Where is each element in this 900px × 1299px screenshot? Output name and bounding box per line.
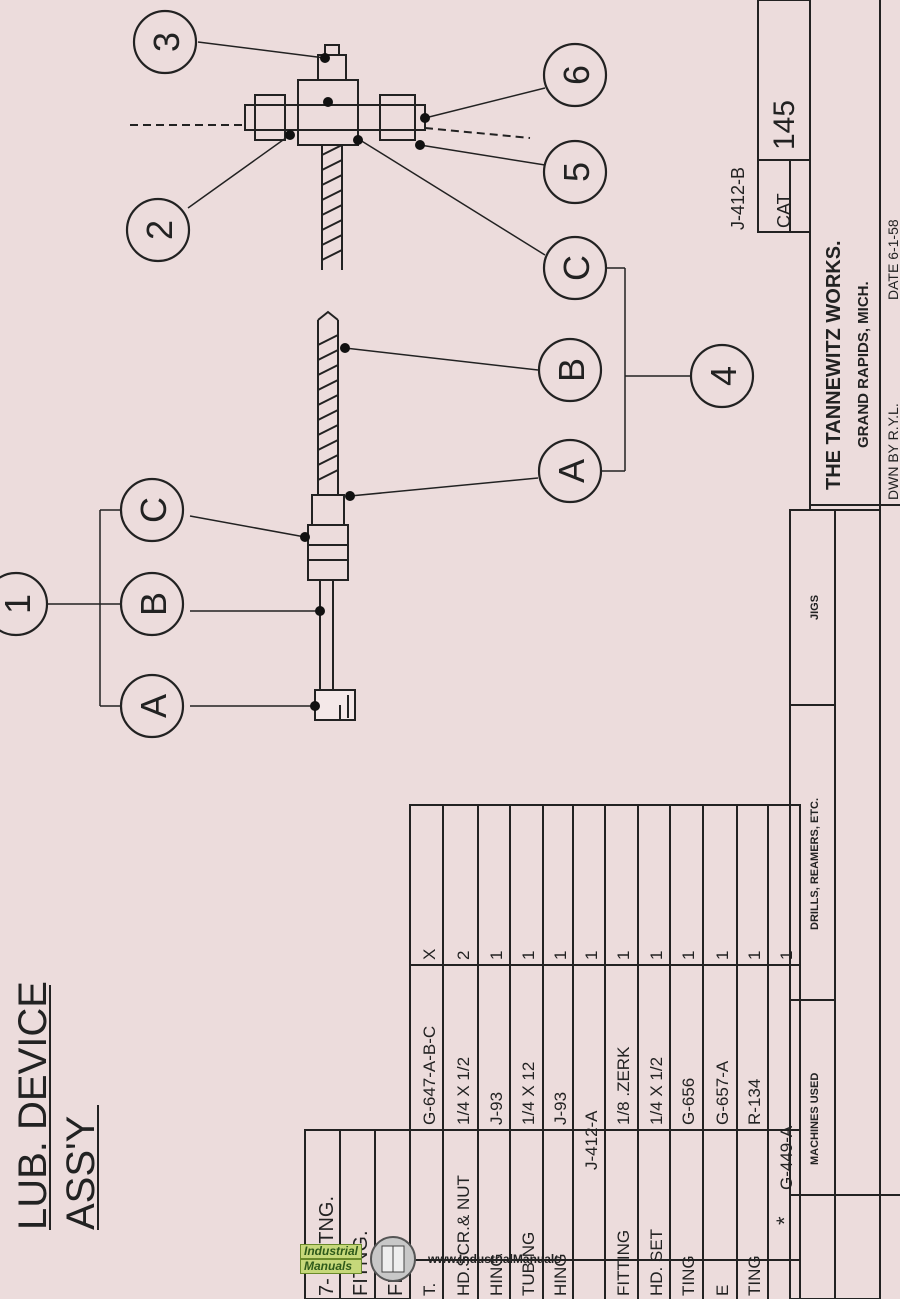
title-line-2: ASS'Y bbox=[59, 1116, 103, 1230]
gear-book-icon bbox=[370, 1236, 417, 1282]
table-desc-2: HD.SCR.& NUT bbox=[454, 1175, 473, 1296]
table-qty-6: 1 bbox=[582, 951, 601, 960]
watermark: Industrial Manuals www.IndustrialManuals bbox=[300, 1228, 630, 1290]
table-part-12: G-449-A bbox=[777, 1125, 796, 1190]
right-assembly bbox=[130, 44, 531, 270]
table-qty-2: 2 bbox=[454, 951, 473, 960]
callout-c-right: C bbox=[556, 255, 597, 281]
table-desc-12: * bbox=[772, 1216, 797, 1225]
callout-a-right: A bbox=[551, 459, 592, 483]
parts-table-text: T. G-647-A-B-C X HD.SCR.& NUT 1/4 X 1/2 … bbox=[420, 949, 797, 1296]
cat-number: 145 bbox=[768, 100, 801, 150]
table-part-3: J-93 bbox=[487, 1092, 506, 1125]
table-qty-1: X bbox=[420, 949, 439, 960]
table-desc-5: HING bbox=[551, 1254, 570, 1297]
table-qty-7: 1 bbox=[614, 951, 633, 960]
table-part-7: 1/8 .ZERK bbox=[614, 1046, 633, 1125]
table-part-9: G-656 bbox=[679, 1078, 698, 1125]
callout-c-left: C bbox=[133, 497, 174, 523]
table-qty-9: 1 bbox=[679, 951, 698, 960]
table-qty-4: 1 bbox=[519, 951, 538, 960]
table-qty-8: 1 bbox=[647, 951, 666, 960]
title-block: J-412-B CAT 145 THE TANNEWITZ WORKS. GRA… bbox=[728, 100, 900, 500]
parts-table-grid bbox=[304, 804, 801, 1299]
table-qty-5: 1 bbox=[551, 951, 570, 960]
watermark-logo-line2: Manuals bbox=[300, 1259, 363, 1274]
table-qty-11: 1 bbox=[745, 951, 764, 960]
table-qty-12: 1 bbox=[777, 951, 796, 960]
drills-label: DRILLS, REAMERS, ETC. bbox=[809, 798, 821, 930]
table-part-5: J-93 bbox=[551, 1092, 570, 1125]
table-desc-1: T. bbox=[420, 1283, 439, 1296]
callout-b-right: B bbox=[551, 358, 592, 382]
machines-used-label: MACHINES USED bbox=[809, 1073, 821, 1165]
callout-1: 1 bbox=[0, 594, 38, 614]
callout-labels: A B C 1 A B C 4 5 6 3 2 bbox=[0, 32, 744, 718]
leader-lines bbox=[47, 41, 690, 707]
callout-a-left: A bbox=[133, 694, 174, 718]
callout-b-left: B bbox=[133, 592, 174, 616]
company-name: THE TANNEWITZ WORKS. bbox=[823, 240, 845, 490]
table-qty-3: 1 bbox=[487, 951, 506, 960]
watermark-url[interactable]: www.IndustrialManuals bbox=[428, 1252, 561, 1266]
bottom-strip-labels: MACHINES USED DRILLS, REAMERS, ETC. JIGS bbox=[809, 595, 821, 1165]
table-desc-7: FITTING bbox=[614, 1230, 633, 1296]
callout-6: 6 bbox=[556, 65, 597, 85]
left-assembly bbox=[307, 310, 356, 721]
table-part-11: R-134 bbox=[745, 1079, 764, 1125]
table-desc-4: TUBING bbox=[519, 1232, 538, 1296]
callout-4: 4 bbox=[703, 366, 744, 386]
drawn-by: DWN BY R.Y.L. bbox=[885, 403, 900, 500]
callout-bubbles bbox=[0, 9, 755, 739]
table-desc-10: E bbox=[713, 1285, 732, 1296]
cat-label: CAT bbox=[774, 193, 794, 228]
table-desc-9: TING bbox=[679, 1255, 698, 1296]
jigs-label: JIGS bbox=[809, 595, 821, 620]
watermark-logo-line1: Industrial bbox=[300, 1244, 363, 1259]
table-part-4: 1/4 X 12 bbox=[519, 1062, 538, 1125]
table-part-6: J-412-A bbox=[582, 1110, 601, 1170]
table-desc-11: TING bbox=[745, 1255, 764, 1296]
part-number: J-412-B bbox=[728, 167, 748, 230]
table-part-8: 1/4 X 1/2 bbox=[647, 1057, 666, 1125]
callout-5: 5 bbox=[556, 162, 597, 182]
callout-3: 3 bbox=[146, 32, 187, 52]
table-part-1: G-647-A-B-C bbox=[420, 1026, 439, 1125]
company-city: GRAND RAPIDS, MICH. bbox=[855, 281, 872, 448]
table-qty-10: 1 bbox=[713, 951, 732, 960]
drawing-date: DATE 6-1-58 bbox=[885, 219, 900, 300]
table-part-10: G-657-A bbox=[713, 1060, 732, 1125]
bottom-strip-grid bbox=[757, 0, 900, 1299]
title-line-1: LUB. DEVICE bbox=[11, 981, 55, 1230]
leader-dots bbox=[285, 53, 430, 711]
watermark-logo: Industrial Manuals bbox=[300, 1244, 363, 1274]
callout-2: 2 bbox=[139, 220, 180, 240]
drawing-title: LUB. DEVICE ASS'Y bbox=[11, 981, 103, 1230]
table-part-2: 1/4 X 1/2 bbox=[454, 1057, 473, 1125]
table-desc-8: HD. SET bbox=[647, 1229, 666, 1296]
table-desc-3: HING bbox=[487, 1254, 506, 1297]
